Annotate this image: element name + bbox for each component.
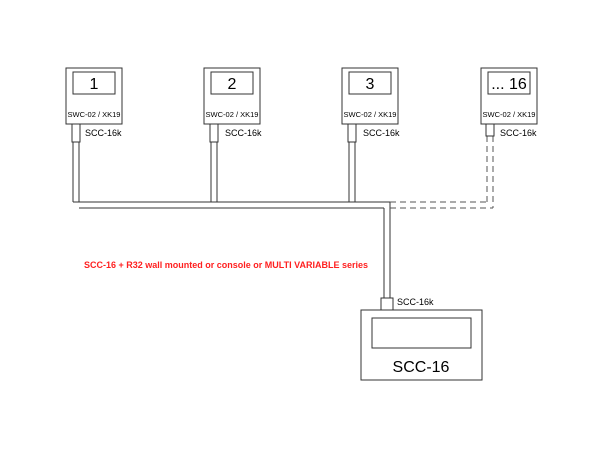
connector-block <box>347 123 357 143</box>
controller-16: ... 16 SWC-02 / XK19 SCC-16k <box>480 67 538 138</box>
connector-block <box>380 297 394 311</box>
connector-label: SCC-16k <box>363 128 400 138</box>
connector-block <box>71 123 81 143</box>
controller-3: 3 SWC-02 / XK19 SCC-16k <box>341 67 400 143</box>
central-screen <box>371 317 472 349</box>
connector-label: SCC-16k <box>85 128 122 138</box>
controller-screen <box>487 71 531 95</box>
controller-screen <box>210 71 254 95</box>
system-note: SCC-16 + R32 wall mounted or console or … <box>84 260 368 270</box>
connector-block <box>209 123 219 143</box>
connector-label: SCC-16k <box>500 128 537 138</box>
controller-model: SWC-02 / XK19 <box>344 110 397 119</box>
controller-model: SWC-02 / XK19 <box>206 110 259 119</box>
central-title: SCC-16 <box>393 359 450 376</box>
controller-2: 2 SWC-02 / XK19 SCC-16k <box>203 67 262 143</box>
controller-1: 1 SWC-02 / XK19 SCC-16k <box>65 67 123 143</box>
bus-wire <box>72 142 391 298</box>
controller-number: 1 <box>90 76 99 93</box>
controller-number: 2 <box>228 76 237 93</box>
connector-block <box>485 123 495 137</box>
connector-label: SCC-16k <box>225 128 262 138</box>
controller-model: SWC-02 / XK19 <box>483 110 536 119</box>
optional-bus-wire <box>390 136 494 209</box>
controller-screen <box>348 71 392 95</box>
controller-model: SWC-02 / XK19 <box>68 110 121 119</box>
central-controller: SCC-16k SCC-16 <box>360 297 483 381</box>
central-connector-label: SCC-16k <box>397 297 434 307</box>
controller-number: ... 16 <box>491 76 527 93</box>
controller-number: 3 <box>366 76 375 93</box>
controller-screen <box>72 71 116 95</box>
